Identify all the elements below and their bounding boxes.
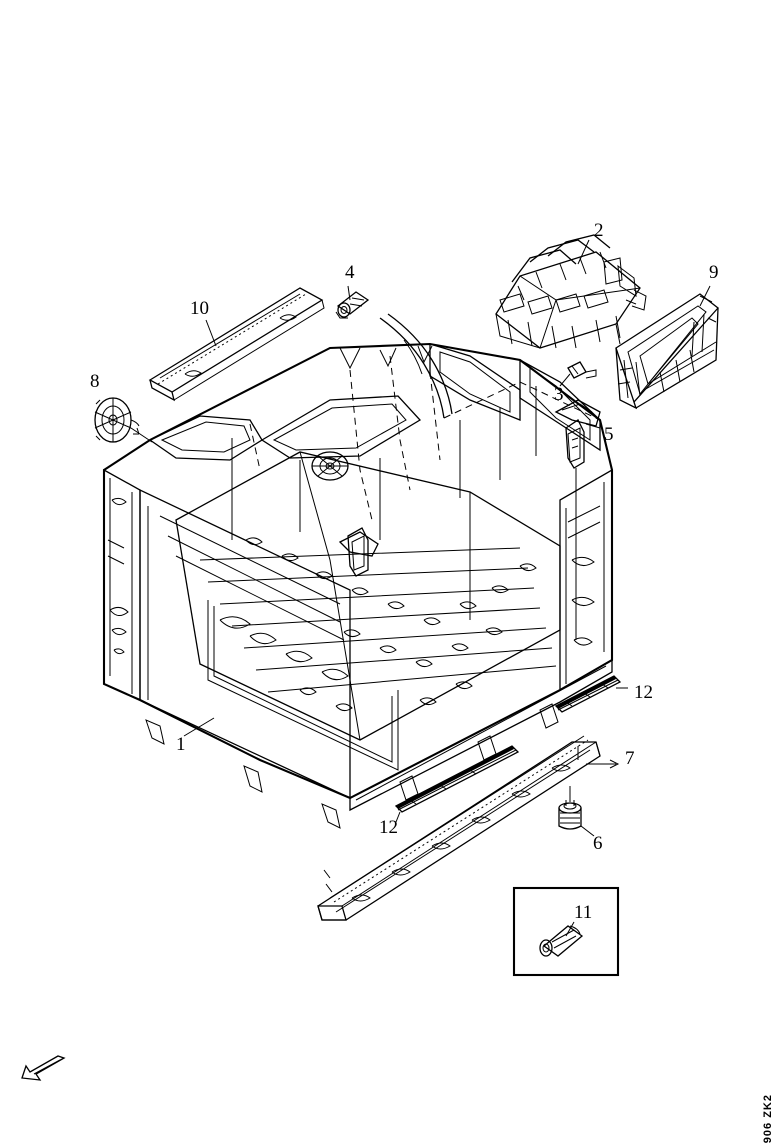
part-roller-pin-detail — [539, 925, 584, 957]
callout-11: 11 — [574, 902, 593, 923]
diagram-sheet: 1 2 3 4 5 6 7 8 9 10 11 12 12 906 ZK2 — [21, 220, 774, 1143]
part-small-bolt-fitting — [567, 361, 597, 379]
callout-3: 3 — [554, 384, 564, 405]
part-main-chassis-frame — [102, 313, 614, 829]
part-gear-wheel — [94, 397, 140, 443]
callout-12-upper: 12 — [634, 682, 653, 703]
callout-1: 1 — [176, 734, 186, 755]
callout-6: 6 — [593, 833, 603, 854]
callout-2: 2 — [594, 220, 604, 241]
technical-linework — [21, 234, 719, 1081]
callout-9: 9 — [709, 262, 719, 283]
drawing-code-label: 906 ZK2 — [762, 1094, 774, 1143]
part-threaded-plug — [558, 800, 582, 830]
detail-inset-box — [512, 886, 620, 977]
part-rectangular-frame-bracket — [615, 293, 719, 410]
part-upper-manifold-assembly — [495, 234, 647, 349]
callout-12-lower: 12 — [379, 817, 398, 838]
part-cylindrical-bushing — [335, 291, 370, 319]
callout-4: 4 — [345, 262, 355, 283]
callout-5: 5 — [604, 424, 614, 445]
callout-8: 8 — [90, 371, 100, 392]
part-rail-strip-lower — [394, 745, 520, 813]
part-lower-cross-beam — [317, 735, 601, 921]
orientation-arrow-icon — [21, 1055, 66, 1081]
part-rail-strip-upper — [554, 675, 622, 713]
callout-7: 7 — [625, 748, 635, 769]
part-top-cover-plate — [148, 287, 325, 402]
callout-10: 10 — [190, 298, 209, 319]
part-right-mount-pin — [554, 399, 601, 469]
